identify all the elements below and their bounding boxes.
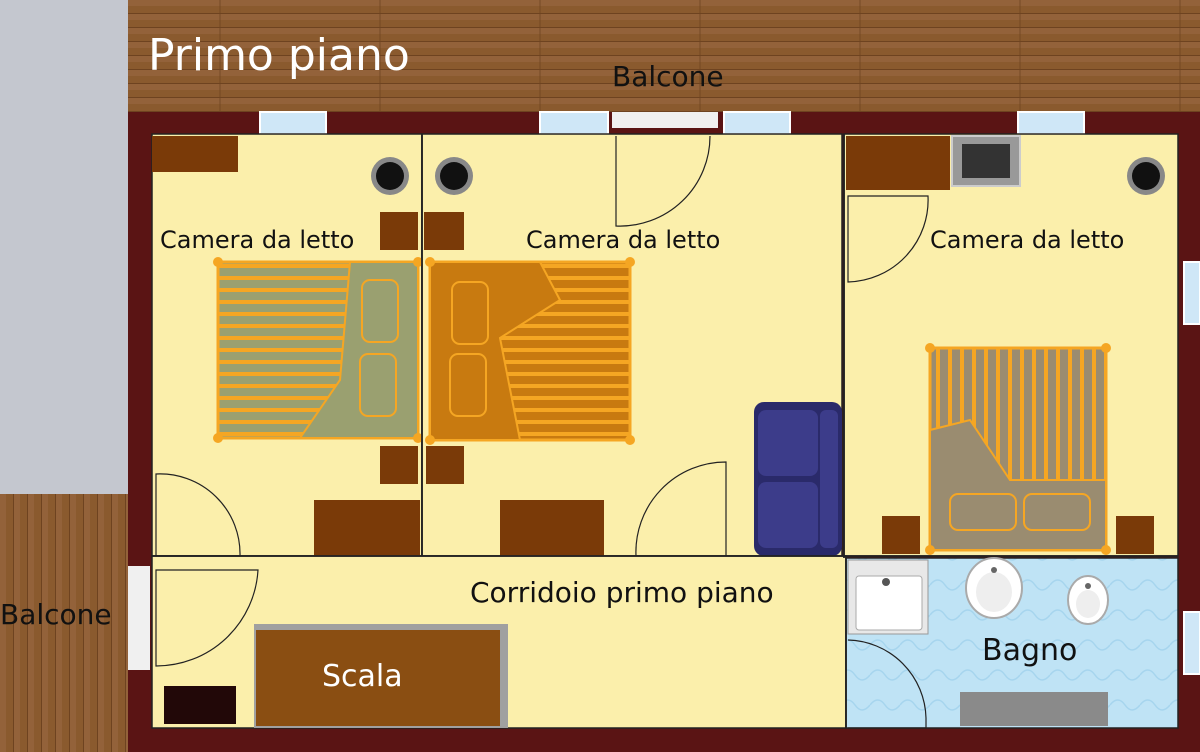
window [539, 111, 609, 135]
nightstand [882, 516, 920, 554]
door-swing [847, 195, 929, 283]
dresser [500, 500, 604, 556]
door-swing [155, 473, 241, 557]
door-swing [615, 135, 711, 227]
sofa [754, 402, 842, 556]
balcony-left [0, 494, 128, 752]
toilet-icon [1067, 575, 1109, 625]
staircase [254, 624, 508, 728]
bed-green [213, 257, 423, 443]
label-bathroom: Bagno [982, 633, 1077, 668]
window [723, 111, 791, 135]
dresser [314, 500, 420, 556]
window [1183, 261, 1200, 325]
label-stairs: Scala [322, 659, 403, 694]
balcony-door-left [128, 566, 150, 670]
nightstand [380, 446, 418, 484]
label-balcone-top: Balcone [612, 60, 724, 93]
door-swing [847, 639, 927, 729]
window [259, 111, 327, 135]
nightstand [426, 446, 464, 484]
nightstand [424, 212, 464, 250]
washbasin-icon [965, 557, 1023, 619]
balcony-door [612, 112, 718, 128]
cabinet [164, 686, 236, 724]
label-bedroom-3: Camera da letto [930, 226, 1124, 254]
bathtub [960, 692, 1108, 726]
sink-icon [847, 559, 929, 635]
nightstand [380, 212, 418, 250]
bed-orange [425, 257, 635, 445]
window [1017, 111, 1085, 135]
door-swing [155, 569, 259, 667]
label-bedroom-2: Camera da letto [526, 226, 720, 254]
label-balcone-left: Balcone [0, 598, 112, 631]
wardrobe [846, 136, 950, 190]
door-swing [635, 461, 727, 557]
label-bedroom-1: Camera da letto [160, 226, 354, 254]
desk [152, 136, 238, 172]
bed-grey [925, 343, 1111, 555]
page-title: Primo piano [148, 30, 410, 81]
balcony-top [128, 0, 1200, 112]
nightstand [1116, 516, 1154, 554]
label-corridor: Corridoio primo piano [470, 576, 774, 609]
window [1183, 611, 1200, 675]
